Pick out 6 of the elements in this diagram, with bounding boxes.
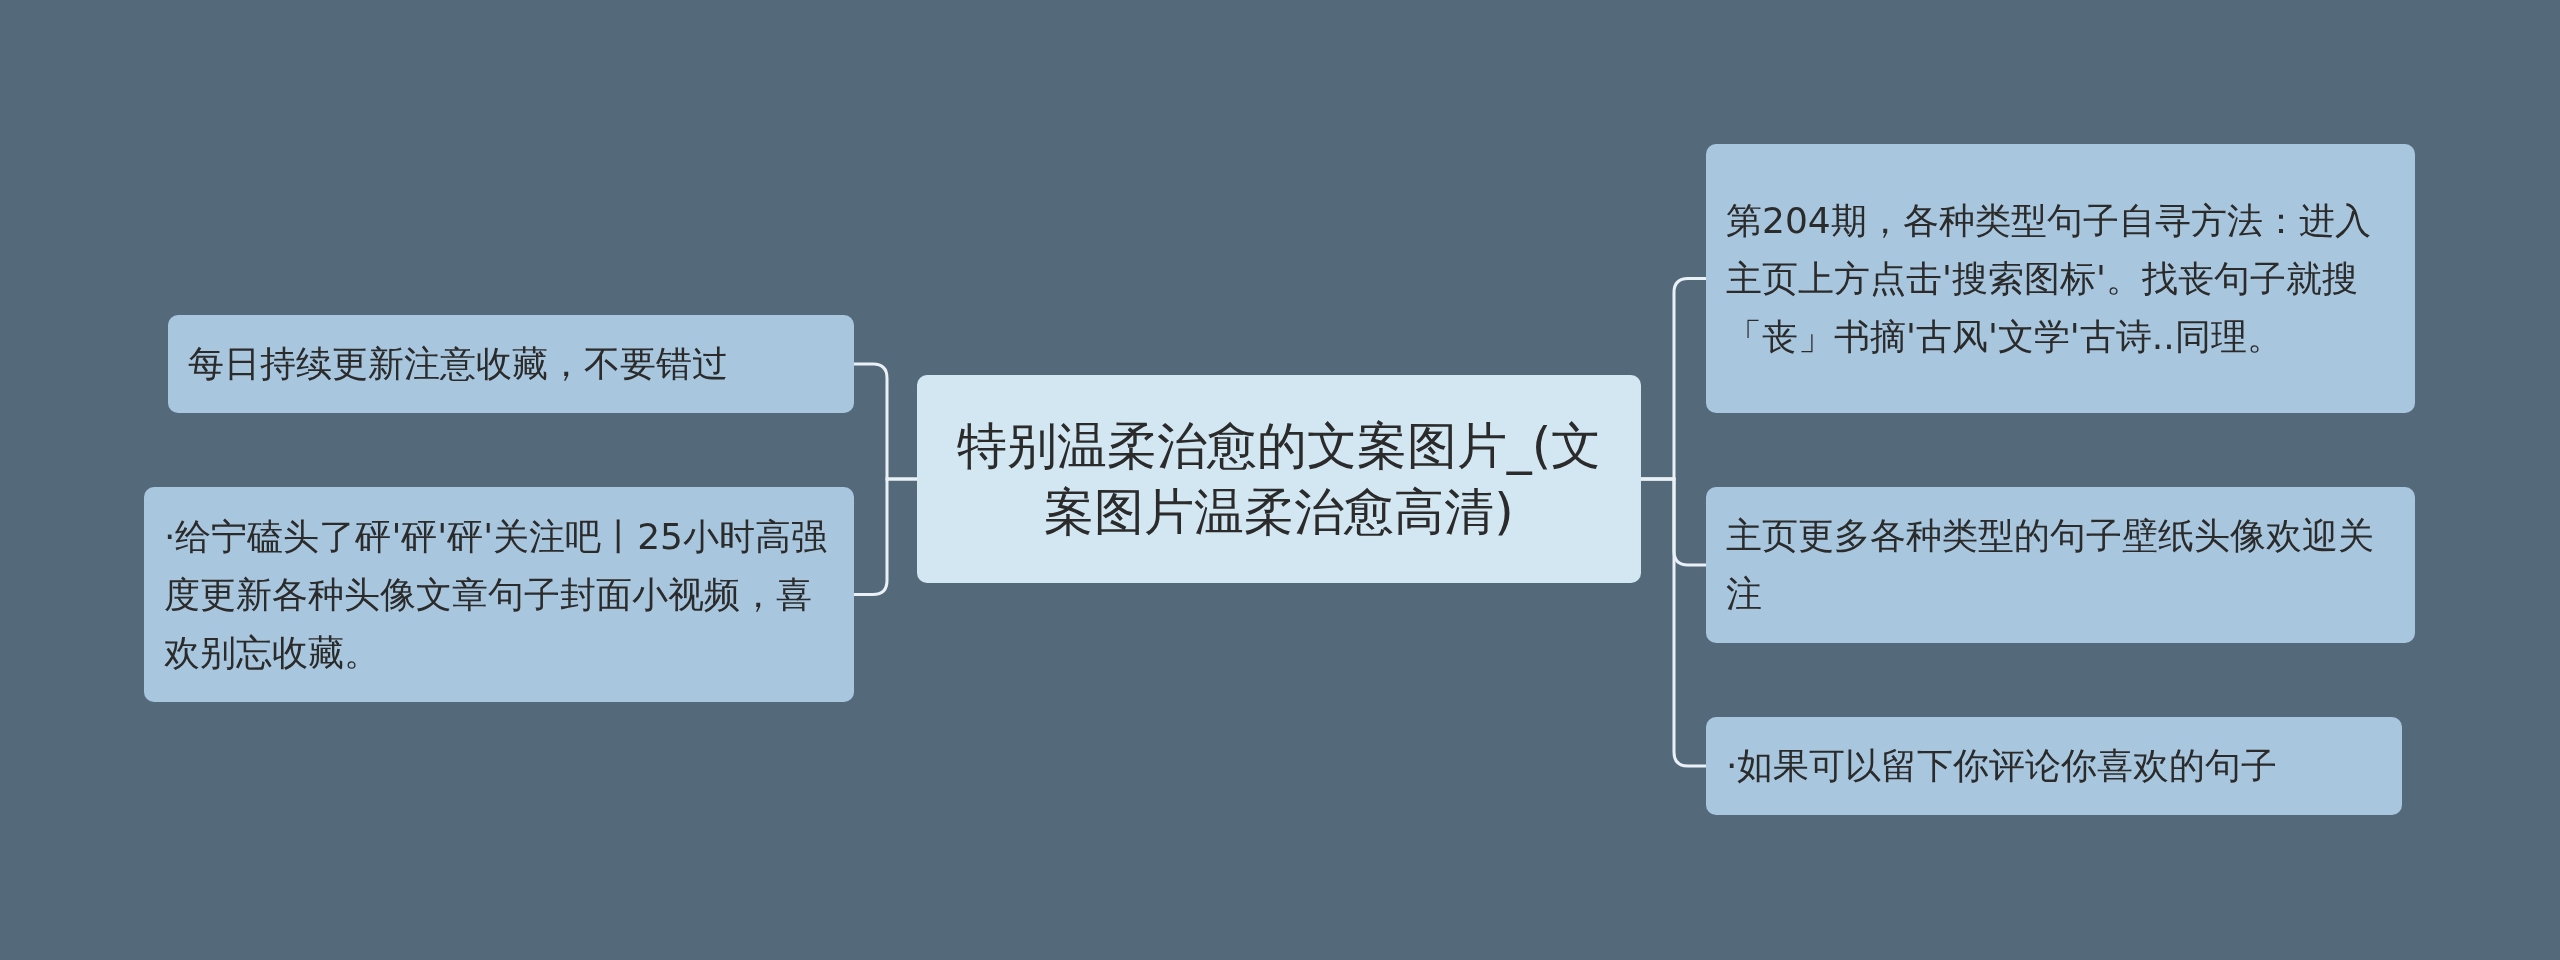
topic-box: 主页更多各种类型的句子壁纸头像欢迎关注	[1706, 487, 2415, 643]
topic-box: ·给宁磕头了砰'砰'砰'关注吧丨25小时高强度更新各种头像文章句子封面小视频，喜欢别忘收藏。	[144, 487, 854, 702]
topic-box: 每日持续更新注意收藏，不要错过	[168, 315, 854, 413]
central-topic-box: 特别温柔治愈的文案图片_(文案图片温柔治愈高清)	[917, 375, 1641, 583]
topic-box: ·如果可以留下你评论你喜欢的句子	[1706, 717, 2402, 815]
topic-box: 第204期，各种类型句子自寻方法：进入主页上方点击'搜索图标'。找丧句子就搜「丧」书摘'古风'文学'古诗..同理。	[1706, 144, 2415, 413]
